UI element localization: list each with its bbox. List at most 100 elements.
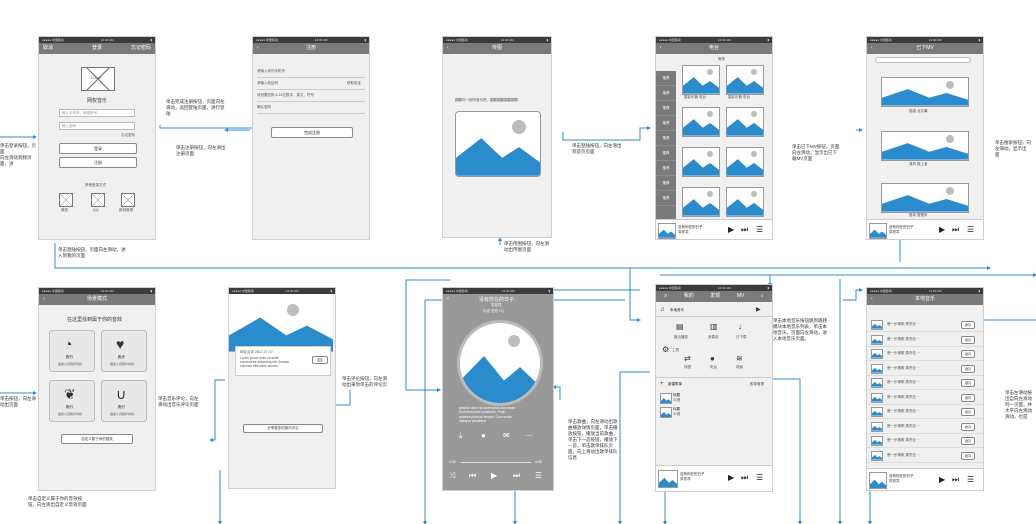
local-song-row[interactable]: 爸一步情歌 周杰伦 ···歌词 — [867, 376, 983, 390]
lyrics-button[interactable]: 歌词 — [961, 321, 975, 329]
playlist-icon[interactable]: ☰ — [756, 473, 764, 482]
local-song-row[interactable]: 爸一步情歌 周杰伦 ···歌词 — [867, 362, 983, 376]
add-icon[interactable]: + — [660, 381, 664, 387]
forgot-link[interactable]: 忘记密码 — [121, 133, 135, 137]
lyrics-button[interactable]: 歌词 — [961, 437, 975, 445]
download-icon[interactable]: ↓ — [738, 322, 742, 331]
scene-card[interactable]: ❦ 跑行 描述人员跑步时候 — [49, 380, 95, 422]
play-icon[interactable]: ▶ — [939, 475, 946, 484]
complete-register-button[interactable]: 完成注册 — [271, 127, 353, 138]
lyrics-button[interactable]: 歌词 — [961, 408, 975, 416]
scene-card[interactable]: ♥ 跑步 描述人员跑步时候 — [101, 330, 147, 372]
radio-thumb[interactable] — [726, 107, 764, 137]
play-icon[interactable]: ▶ — [939, 225, 946, 234]
category-item[interactable]: 推荐 — [656, 116, 676, 131]
login-button[interactable]: 登录 — [59, 143, 137, 154]
lyrics-button[interactable]: 歌词 — [961, 393, 975, 402]
password-field[interactable]: 请设置密码 6-16位数字、英文、符号 — [257, 93, 314, 97]
radio-thumb[interactable] — [682, 107, 720, 137]
wechat-icon[interactable] — [59, 193, 73, 207]
back-button[interactable]: ‹ — [447, 45, 449, 51]
next-icon[interactable]: ⏭ — [513, 471, 521, 480]
back-button[interactable]: ‹ — [660, 45, 662, 51]
playlist-cover[interactable] — [660, 407, 672, 418]
mini-player[interactable]: 没有你在的日子 周筱寒 ▶ ⏭ ☰ — [867, 468, 983, 490]
share-icon[interactable]: ⇄ — [684, 354, 691, 363]
share-image[interactable] — [455, 111, 541, 177]
mini-player[interactable]: 没有你在的日子 周筱寒 ▶ ⏭ ☰ — [656, 219, 772, 239]
radio-thumb[interactable] — [682, 65, 720, 95]
local-song-row[interactable]: 爸一步情歌 周杰伦 ···歌词 — [867, 333, 983, 347]
local-song-row[interactable]: 爸一步情歌 周杰伦 ···歌词 — [867, 391, 983, 405]
next-icon[interactable]: ⏭ — [741, 473, 749, 482]
more-comments-button[interactable]: 分享更多的音乐评论 — [243, 424, 323, 433]
mv-thumb[interactable] — [881, 77, 969, 107]
scene-card[interactable]: ∪ 跑行 描述人员跑步时候 — [101, 380, 147, 422]
tab-mv[interactable]: MV — [736, 293, 745, 299]
share-button[interactable]: 分享 — [321, 297, 328, 301]
progress-bar[interactable] — [461, 462, 531, 463]
confirm-password-field[interactable]: 确认密码 — [257, 105, 271, 109]
username-input[interactable]: 输入手机号、邮箱账号 — [59, 109, 135, 117]
search-icon[interactable]: ⌕ — [760, 293, 764, 299]
lyrics-button[interactable]: 歌词 — [961, 364, 975, 373]
radio-thumb[interactable] — [726, 65, 764, 95]
next-icon[interactable]: ⏭ — [952, 475, 960, 484]
play-icon[interactable]: ▶ — [728, 225, 735, 234]
local-song-row[interactable]: 爸一步情歌 周杰伦 ···歌词 — [867, 318, 983, 332]
book-icon[interactable]: ▤ — [676, 322, 684, 331]
back-button[interactable]: ‹ — [233, 296, 235, 302]
back-button[interactable]: ‹ — [871, 45, 873, 51]
quality-tags[interactable]: 标准 音效 HQ — [483, 309, 505, 313]
play-circle-icon[interactable]: ▶ — [756, 307, 761, 313]
category-item[interactable]: 推荐 — [656, 101, 676, 116]
shuffle-icon[interactable]: ⤨ — [449, 471, 456, 480]
playlist-icon[interactable]: ☰ — [967, 225, 975, 234]
forgot-password-link[interactable]: 忘记密码 — [130, 45, 151, 51]
mic-icon[interactable]: ● — [481, 431, 486, 440]
code-field[interactable]: 请输入验证码 — [257, 81, 278, 85]
password-input[interactable]: 输入密码 — [59, 122, 135, 130]
mv-thumb[interactable] — [881, 183, 969, 213]
mv-thumb[interactable] — [881, 131, 969, 161]
weibo-icon[interactable] — [121, 193, 135, 207]
custom-sound-button[interactable]: 自定义属于你的音效 — [61, 434, 133, 444]
new-playlist[interactable]: 新建歌单 — [668, 382, 682, 386]
playlist-icon[interactable]: ☰ — [756, 225, 764, 234]
local-song-row[interactable]: 爸一步情歌 周杰伦 ···歌词 — [867, 449, 983, 463]
category-item[interactable]: 推荐 — [656, 146, 676, 161]
category-item[interactable]: 推荐 — [656, 191, 676, 206]
playlist-cover[interactable] — [660, 393, 672, 404]
delete-icon[interactable]: ▥ — [710, 322, 718, 331]
lyrics-button[interactable]: 歌词 — [961, 379, 975, 387]
back-button[interactable]: ‹ — [447, 296, 449, 302]
next-icon[interactable]: ⏭ — [741, 225, 749, 234]
mini-player[interactable]: 没有你在的日子 周筱寒 ▶ ⏭ ☰ — [656, 465, 772, 491]
local-song-row[interactable]: 爸一步情歌 周杰伦 ···歌词 — [867, 347, 983, 361]
tab-mine[interactable]: 我的 — [683, 293, 694, 299]
local-music-label[interactable]: 本地音乐 — [670, 308, 684, 312]
scene-card[interactable]: ◔ 跑行 描述人员跑步时候 — [49, 330, 95, 372]
radio-category-list[interactable]: 推荐 推荐 推荐 推荐 推荐 推荐 推荐 推荐 推荐 — [656, 71, 676, 223]
mic-icon[interactable]: ● — [710, 354, 715, 363]
qq-icon[interactable] — [91, 193, 105, 207]
category-item[interactable]: 推荐 — [656, 161, 676, 176]
back-button[interactable]: ‹ — [257, 45, 259, 51]
next-icon[interactable]: ⏭ — [952, 225, 960, 234]
reply-button[interactable]: 回复 — [312, 356, 328, 364]
radio-thumb[interactable] — [726, 147, 764, 177]
comment-icon[interactable]: ✉ — [503, 431, 510, 440]
tab-discover[interactable]: 发现 — [710, 293, 721, 299]
local-song-row[interactable]: 爸一步情歌 周杰伦 ···歌词 — [867, 420, 983, 434]
tools-icon[interactable]: ⚙ — [662, 345, 670, 354]
more-icon[interactable]: ⋯ — [525, 431, 533, 440]
rss-icon[interactable]: ≋ — [736, 354, 743, 363]
get-code-button[interactable]: 获取验证 — [347, 81, 361, 85]
playlist-icon[interactable]: ☰ — [535, 471, 543, 480]
lyrics-button[interactable]: 歌词 — [961, 451, 975, 460]
download-icon[interactable]: ⤓ — [459, 431, 463, 440]
lyrics-button[interactable]: 歌词 — [961, 335, 975, 344]
register-button[interactable]: 注册 — [59, 157, 137, 168]
phone-field[interactable]: 请输入你的手机号 — [257, 69, 285, 73]
search-input[interactable] — [875, 57, 971, 63]
